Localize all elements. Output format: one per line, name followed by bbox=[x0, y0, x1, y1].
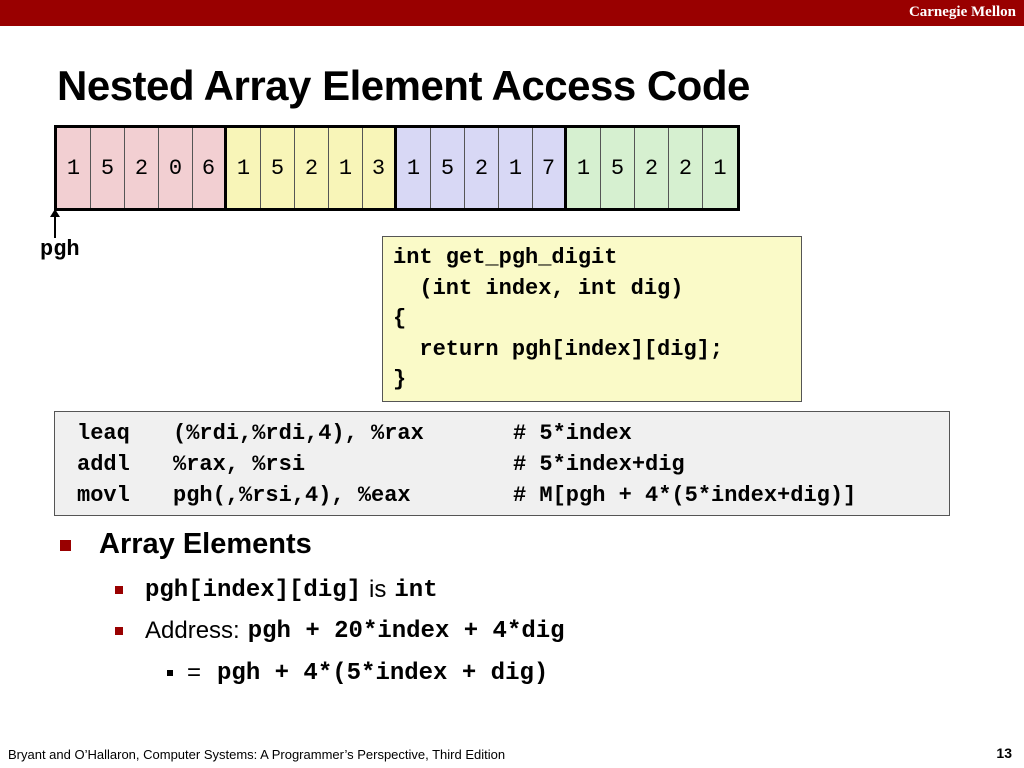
asm-comment: # 5*index bbox=[513, 421, 632, 446]
bullet-level3: = pgh + 4*(5*index + dig) bbox=[167, 659, 548, 687]
c-code-box: int get_pgh_digit (int index, int dig) {… bbox=[382, 236, 802, 402]
asm-line: addl %rax, %rsi # 5*index+dig bbox=[77, 449, 949, 480]
array-cell: 1 bbox=[703, 128, 737, 208]
array-cell: 2 bbox=[465, 128, 499, 208]
array-cell: 2 bbox=[635, 128, 669, 208]
bullet-code: pgh + 4*(5*index + dig) bbox=[217, 659, 549, 687]
asm-opcode: addl bbox=[77, 452, 130, 477]
array-cell: 1 bbox=[397, 128, 431, 208]
bullet-square-icon bbox=[60, 540, 71, 551]
array-cell: 1 bbox=[227, 128, 261, 208]
slide-title: Nested Array Element Access Code bbox=[57, 62, 750, 109]
bullet-heading: Array Elements bbox=[99, 528, 312, 560]
bullet-code: pgh + 20*index + 4*dig bbox=[247, 617, 565, 645]
array-cell: 5 bbox=[431, 128, 465, 208]
array-cell: 5 bbox=[91, 128, 125, 208]
array-cell: 6 bbox=[193, 128, 227, 208]
asm-operands: pgh(,%rsi,4), %eax bbox=[173, 483, 411, 508]
bullet-code: int bbox=[394, 576, 438, 604]
asm-comment: # 5*index+dig bbox=[513, 452, 685, 477]
asm-comment: # M[pgh + 4*(5*index+dig)] bbox=[513, 483, 857, 508]
c-code-line: } bbox=[393, 367, 407, 392]
bullet-text: = bbox=[187, 659, 202, 686]
bullet-square-icon bbox=[167, 670, 173, 676]
top-bar: Carnegie Mellon bbox=[0, 0, 1024, 26]
asm-operands: %rax, %rsi bbox=[173, 452, 306, 477]
array-cell: 0 bbox=[159, 128, 193, 208]
bullet-square-icon bbox=[115, 627, 123, 635]
array-cell: 2 bbox=[295, 128, 329, 208]
bullet-code: pgh[index][dig] bbox=[145, 576, 362, 604]
c-code-line: (int index, int dig) bbox=[393, 275, 684, 301]
asm-line: leaq (%rdi,%rdi,4), %rax # 5*index bbox=[77, 418, 949, 449]
footer-citation: Bryant and O’Hallaron, Computer Systems:… bbox=[8, 747, 506, 762]
page-number: 13 bbox=[996, 745, 1012, 761]
array-cell: 2 bbox=[669, 128, 703, 208]
bullet-level1: Array Elements bbox=[60, 528, 312, 561]
array-cell: 1 bbox=[567, 128, 601, 208]
bullet-level2: Address: pgh + 20*index + 4*dig bbox=[115, 617, 565, 645]
pointer-arrow-line bbox=[54, 214, 56, 238]
bullet-text: Address: bbox=[145, 617, 240, 644]
bullet-text: is bbox=[369, 576, 387, 603]
asm-operands: (%rdi,%rdi,4), %rax bbox=[173, 421, 424, 446]
assembly-code-box: leaq (%rdi,%rdi,4), %rax # 5*index addl … bbox=[54, 411, 950, 516]
asm-opcode: movl bbox=[77, 483, 130, 508]
brand-label: Carnegie Mellon bbox=[908, 4, 1016, 20]
c-code-line: { bbox=[393, 306, 407, 331]
asm-opcode: leaq bbox=[77, 421, 130, 446]
array-cell: 7 bbox=[533, 128, 567, 208]
bullet-square-icon bbox=[115, 586, 123, 594]
array-cell: 1 bbox=[329, 128, 363, 208]
c-code-line: return pgh[index][dig]; bbox=[393, 336, 724, 362]
c-code-line: int get_pgh_digit bbox=[393, 245, 618, 270]
array-cell: 5 bbox=[601, 128, 635, 208]
pointer-label: pgh bbox=[40, 237, 80, 262]
pointer-arrow-icon bbox=[50, 209, 60, 217]
asm-line: movl pgh(,%rsi,4), %eax # M[pgh + 4*(5*i… bbox=[77, 480, 949, 511]
array-cell: 2 bbox=[125, 128, 159, 208]
array-cell: 3 bbox=[363, 128, 397, 208]
array-cell: 1 bbox=[499, 128, 533, 208]
array-cell: 5 bbox=[261, 128, 295, 208]
bullet-level2: pgh[index][dig] is int bbox=[115, 576, 438, 604]
array-cell: 1 bbox=[57, 128, 91, 208]
